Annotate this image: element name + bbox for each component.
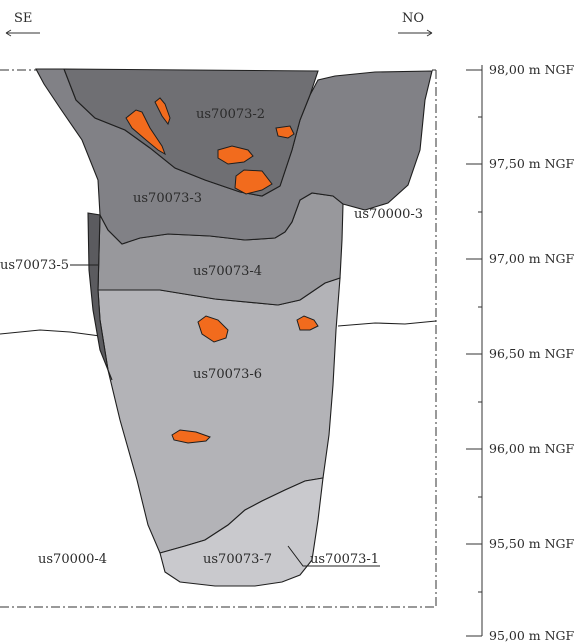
arrow-right-icon [398, 29, 433, 37]
inclusion [197, 315, 229, 343]
section-frame [0, 69, 437, 608]
unit-label-us70073-1: us70073-1 [310, 552, 379, 567]
layer-us70073-7 [159, 477, 324, 587]
elevation-scale: 98,00 m NGF 97,50 m NGF 97,00 m NGF 96,5… [466, 62, 575, 643]
orientation-left-label: SE [14, 11, 32, 26]
layer-us70073-2 [63, 68, 319, 197]
unit-label-us70073-4: us70073-4 [193, 264, 262, 279]
unit-label-us70073-7: us70073-7 [203, 552, 272, 567]
scale-label: 97,00 m NGF [489, 251, 575, 266]
inclusion [234, 169, 273, 195]
scale-label: 97,50 m NGF [489, 156, 575, 171]
scale-label: 95,00 m NGF [489, 628, 575, 643]
unit-label-us70000-3: us70000-3 [354, 207, 423, 222]
layer-us70073-5 [87, 212, 113, 381]
inclusions [125, 97, 319, 444]
leader-us70073-1 [287, 545, 380, 567]
unit-label-us70073-5: us70073-5 [0, 258, 69, 273]
unit-label-us70073-3: us70073-3 [133, 191, 202, 206]
scale-minor-ticks [478, 116, 482, 593]
inclusion [171, 429, 211, 444]
scale-label: 95,50 m NGF [489, 536, 575, 551]
inclusion [275, 125, 295, 139]
scale-label: 96,00 m NGF [489, 441, 575, 456]
unit-label-us70000-4: us70000-4 [38, 552, 107, 567]
scale-label: 96,50 m NGF [489, 346, 575, 361]
arrow-left-icon [5, 29, 40, 37]
inclusion [217, 145, 254, 165]
inclusion [296, 315, 319, 331]
inclusion [125, 109, 166, 156]
scale-major-ticks [466, 69, 482, 637]
unit-label-us70073-2: us70073-2 [196, 107, 265, 122]
scale-label: 98,00 m NGF [489, 62, 575, 77]
unit-label-us70073-6: us70073-6 [193, 367, 262, 382]
inclusion [154, 97, 171, 126]
ground-surface-line [0, 320, 437, 337]
orientation-right-label: NO [402, 11, 424, 26]
